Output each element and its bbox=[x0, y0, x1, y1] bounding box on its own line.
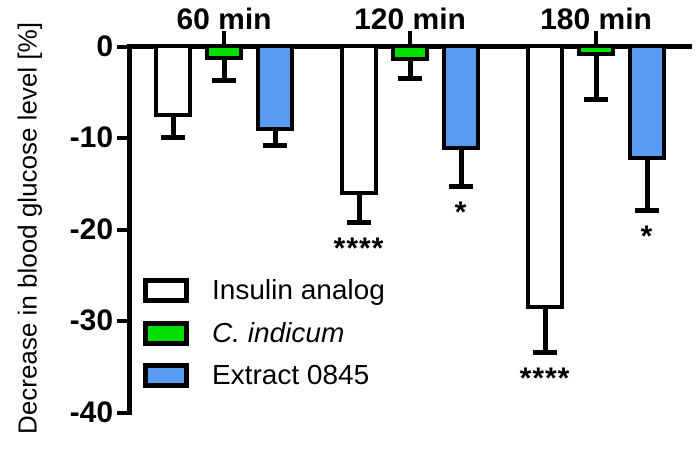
significance-stars: * bbox=[640, 220, 654, 254]
error-bar-line bbox=[593, 47, 599, 100]
bar bbox=[526, 44, 564, 310]
bar bbox=[154, 44, 192, 118]
bar bbox=[340, 44, 378, 195]
legend-label: Insulin analog bbox=[212, 274, 385, 305]
group-label: 180 min bbox=[540, 3, 652, 36]
error-bar-line bbox=[170, 109, 176, 138]
error-bar-cap bbox=[347, 219, 371, 225]
legend-swatch bbox=[143, 277, 189, 303]
significance-stars: * bbox=[454, 196, 468, 230]
y-tick-label: -20 bbox=[69, 212, 113, 246]
significance-stars: **** bbox=[519, 362, 571, 396]
y-tick-label: -40 bbox=[69, 395, 113, 429]
y-tick bbox=[117, 410, 127, 415]
group-tick-up bbox=[408, 31, 412, 46]
bar bbox=[442, 44, 480, 151]
group-tick-up bbox=[222, 31, 226, 46]
error-bar-line bbox=[272, 122, 278, 146]
error-bar-cap bbox=[212, 77, 236, 83]
error-bar-cap bbox=[584, 97, 608, 103]
legend-label: Extract 0845 bbox=[212, 359, 370, 390]
group-label: 60 min bbox=[176, 3, 272, 36]
y-tick bbox=[117, 227, 127, 232]
error-bar-line bbox=[458, 142, 464, 187]
y-tick-label: 0 bbox=[96, 29, 113, 63]
error-bar-cap bbox=[635, 207, 659, 213]
error-bar-cap bbox=[398, 76, 422, 82]
error-bar-cap bbox=[263, 142, 287, 148]
bar bbox=[628, 44, 666, 161]
group-tick-up bbox=[594, 31, 598, 46]
error-bar-line bbox=[644, 152, 650, 211]
error-bar-cap bbox=[449, 183, 473, 189]
y-tick bbox=[117, 136, 127, 140]
y-tick-label: -10 bbox=[69, 121, 113, 154]
group-label: 120 min bbox=[354, 3, 466, 36]
error-bar-line bbox=[542, 301, 548, 353]
bar bbox=[391, 44, 429, 62]
bar bbox=[577, 44, 615, 56]
y-tick bbox=[117, 319, 127, 323]
y-tick-label: -30 bbox=[69, 304, 113, 337]
legend-label: C. indicum bbox=[212, 317, 345, 348]
error-bar-cap bbox=[533, 349, 557, 355]
error-bar-cap bbox=[161, 134, 185, 140]
significance-stars: **** bbox=[333, 232, 385, 266]
error-bar-line bbox=[356, 186, 362, 223]
y-axis-line bbox=[127, 44, 132, 415]
y-tick bbox=[117, 44, 127, 49]
legend-swatch bbox=[143, 362, 189, 388]
legend-item: C. indicum bbox=[143, 317, 345, 348]
legend-item: Extract 0845 bbox=[143, 359, 370, 390]
legend-swatch bbox=[143, 320, 189, 346]
error-bar-line bbox=[221, 52, 227, 81]
error-bar-line bbox=[407, 53, 413, 79]
legend-item: Insulin analog bbox=[143, 274, 385, 305]
bar bbox=[205, 44, 243, 61]
bar bbox=[256, 44, 294, 131]
